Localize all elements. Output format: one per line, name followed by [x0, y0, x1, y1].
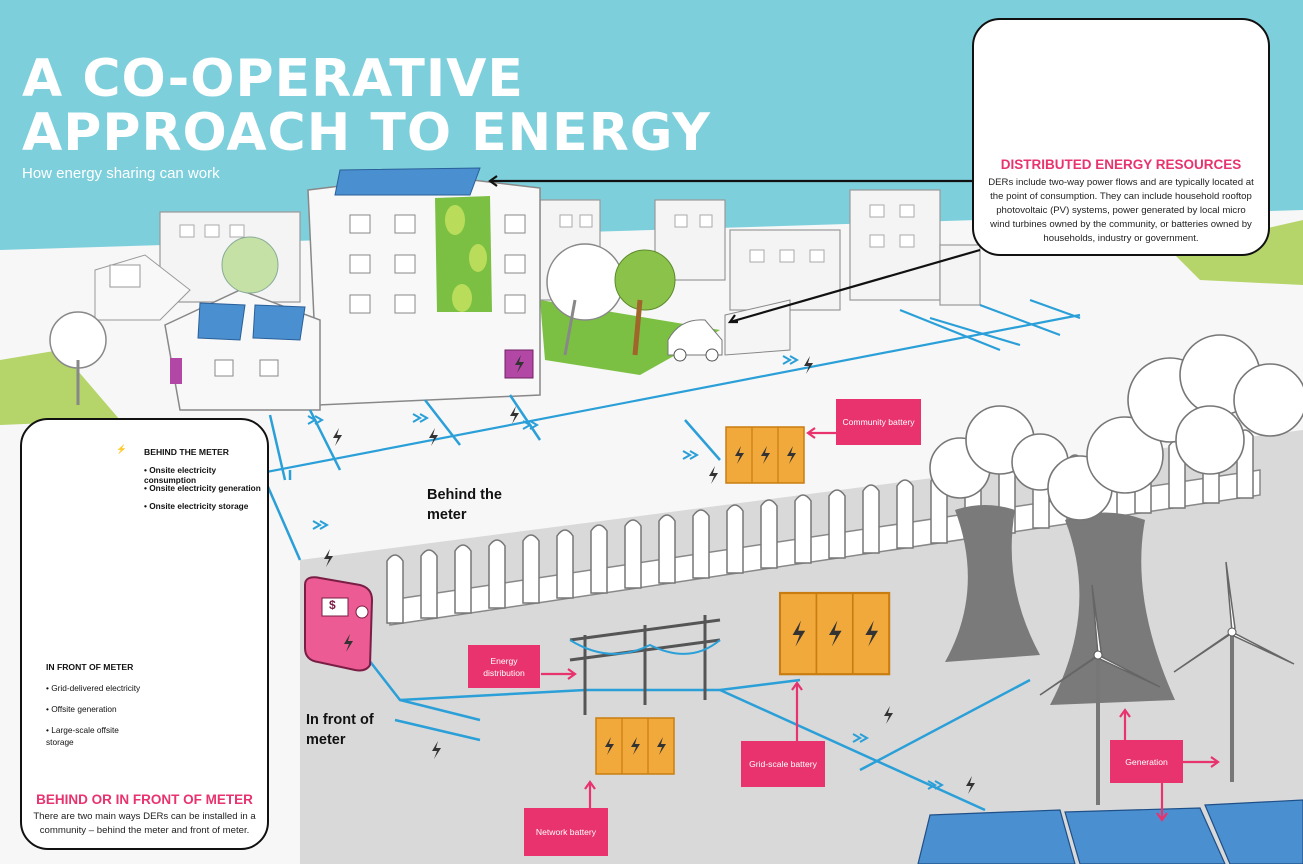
electric-car	[667, 319, 723, 362]
page-title-line1: A CO-OPERATIVE	[22, 49, 524, 109]
fence-picket	[828, 489, 846, 559]
grid-scale-battery-icon	[780, 593, 889, 674]
fence-picket	[624, 519, 642, 589]
street-markings	[224, 298, 1081, 482]
page-subtitle: How energy sharing can work	[22, 165, 220, 182]
apartment-building	[307, 167, 541, 406]
behind-item: • Onsite electricity storage	[144, 501, 249, 511]
behind-meter-zone-label: Behind the meter	[427, 487, 502, 523]
fence-picket	[522, 534, 540, 604]
cooling-tower-icon	[929, 334, 1303, 705]
network-battery-icon	[596, 718, 674, 774]
fence-picket	[726, 504, 744, 574]
grid-wiring	[364, 654, 1031, 812]
behind-meter-wiring	[263, 394, 721, 561]
fence-picket	[862, 484, 880, 554]
meter-legend-title: BEHIND OR IN FRONT OF METER	[36, 792, 253, 807]
trees	[49, 236, 676, 405]
front-item: • Offsite generation	[46, 704, 117, 714]
page-title: A CO-OPERATIVE APPROACH TO ENERGY	[22, 52, 711, 160]
der-panel-body: DERs include two-way power flows and are…	[988, 177, 1254, 244]
front-meter-heading: IN FRONT OF METER	[46, 662, 134, 672]
meter-dollar-symbol: $	[329, 598, 336, 612]
network-battery-label: Network battery	[524, 808, 608, 856]
lightning-icon: ⚡	[116, 444, 127, 454]
fence-picket	[658, 514, 676, 584]
behind-item: • Onsite electricity generation	[144, 483, 261, 493]
fence-picket	[896, 479, 914, 549]
page-title-line2: APPROACH TO ENERGY	[22, 103, 711, 163]
fence-picket	[488, 539, 506, 609]
fence-picket	[692, 509, 710, 579]
meter-legend-panel: ⚡ BEHIND THE METER • Onsite electricity …	[20, 418, 269, 850]
fence-picket	[420, 549, 438, 619]
community-battery-icon	[726, 427, 804, 483]
fence-picket	[556, 529, 574, 599]
front-item: • Large-scale offsite storage	[46, 725, 119, 747]
fence-picket	[794, 494, 812, 564]
community-battery-label: Community battery	[836, 399, 921, 445]
der-panel: DISTRIBUTED ENERGY RESOURCES DERs includ…	[972, 18, 1270, 256]
fence-picket	[386, 554, 404, 624]
electricity-meter-icon	[304, 576, 374, 672]
der-panel-title: DISTRIBUTED ENERGY RESOURCES	[1000, 157, 1242, 172]
generation-label: Generation	[1110, 740, 1183, 783]
meter-legend-body: There are two main ways DERs can be inst…	[33, 811, 256, 836]
label-arrows	[541, 427, 1220, 822]
solar-panel-icon	[197, 302, 246, 341]
terrace-houses	[94, 254, 321, 411]
behind-meter-heading: BEHIND THE METER	[144, 447, 229, 457]
energy-distribution-label: Energy distribution	[468, 645, 540, 688]
fence-picket	[760, 499, 778, 569]
front-meter-zone-label: In front of meter	[306, 712, 374, 748]
front-item: • Grid-delivered electricity	[46, 683, 141, 693]
solar-farm	[917, 799, 1303, 864]
der-pointer-arrows	[488, 175, 981, 324]
behind-item: • Onsite electricity consumption	[144, 465, 217, 485]
grid-scale-battery-label: Grid-scale battery	[741, 741, 825, 787]
fence-picket	[454, 544, 472, 614]
fence-picket	[590, 524, 608, 594]
